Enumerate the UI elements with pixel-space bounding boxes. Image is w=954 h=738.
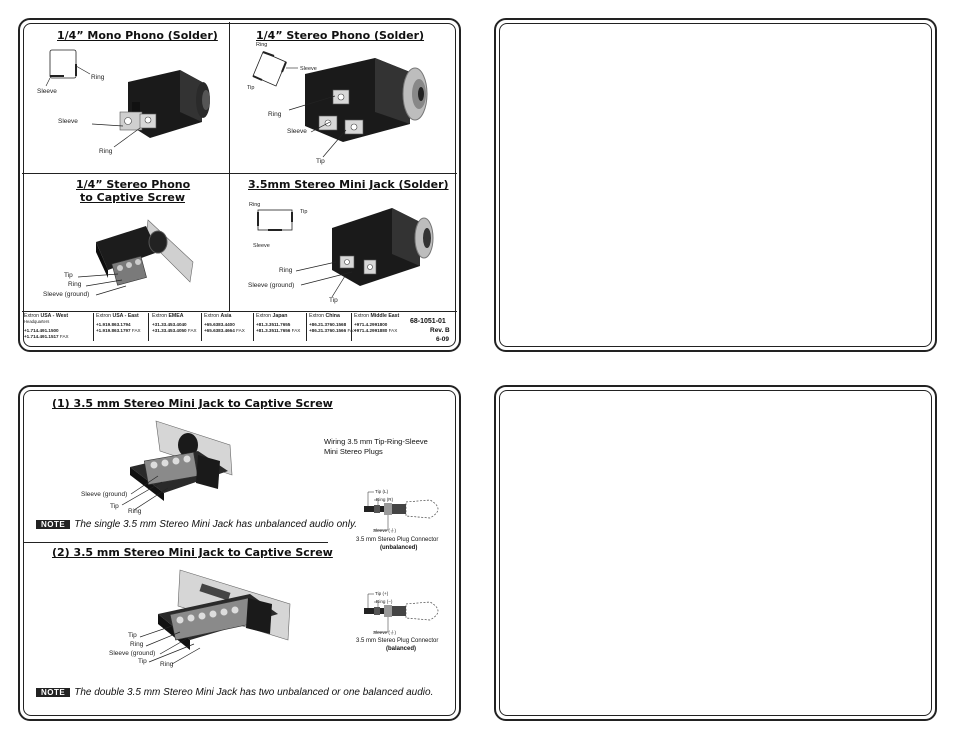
plug2-caption: 3.5 mm Stereo Plug Connector: [356, 638, 439, 644]
plug2-diagram: [364, 593, 439, 633]
panel-inner-border: [23, 23, 456, 347]
captive-sleeve-ground-label: Sleeve (ground): [43, 291, 90, 298]
captive-screw-photo: [96, 219, 194, 286]
plug1-tip-label: Tip (L): [375, 489, 389, 494]
wiring-heading-line2: Mini Stereo Plugs: [324, 447, 383, 456]
captive-title-line1: 1/4” Stereo Phono: [76, 178, 191, 191]
section2-ring-label: Ring: [130, 641, 144, 648]
stereo-diagram-sleeve-label: Sleeve: [300, 66, 317, 72]
mono-diagram-sleeve-label: Sleeve: [37, 88, 57, 95]
office-japan: Extron Japan +81.3.3511.7655 +81.3.3511.…: [256, 313, 301, 333]
mini-tip-label: Tip: [329, 297, 338, 304]
stereo-tip-label: Tip: [316, 158, 325, 165]
wiring-heading-line1: Wiring 3.5 mm Tip-Ring-Sleeve: [324, 437, 428, 446]
office-usa-east: Extron USA - East +1.919.863.1794 +1.919…: [96, 313, 141, 333]
plug2-sleeve-label: Sleeve (⏚): [373, 630, 396, 635]
stereo-jack-photo: [305, 58, 428, 142]
mono-jack-photo: [119, 70, 210, 138]
mini-diagram-tip-label: Tip: [300, 209, 308, 215]
mini-jack-photo: [332, 208, 434, 286]
office-asia: Extron Asia +65.6383.4400 +65.6383.4664 …: [204, 313, 245, 333]
revision-date: 6-09: [436, 336, 450, 343]
mini-diagram-sleeve-label: Sleeve: [253, 243, 270, 249]
mono-schematic: [45, 49, 91, 87]
mono-sleeve-label: Sleeve: [58, 118, 78, 125]
note2-badge: NOTE: [36, 688, 71, 697]
office-usa-west: Extron USA - West Headquarters +1.714.49…: [24, 313, 69, 339]
divider-horizontal: [22, 173, 457, 174]
mono-phono-title: 1/4” Mono Phono (Solder): [57, 29, 218, 42]
panel-blank-top: [494, 18, 937, 352]
plug1-diagram: [364, 491, 439, 531]
plug1-caption-type: (unbalanced): [380, 545, 418, 551]
mini-schematic: [257, 209, 293, 231]
stereo-schematic: [252, 51, 298, 87]
captive-tip-label: Tip: [64, 272, 73, 279]
section1-tip-label: Tip: [110, 503, 119, 510]
section2-sleeve-ground-label: Sleeve (ground): [109, 650, 156, 657]
plug1-caption: 3.5 mm Stereo Plug Connector: [356, 537, 439, 543]
section1-ring-label: Ring: [128, 508, 142, 515]
panel-inner-border: [23, 390, 456, 716]
panel-inner-border: [499, 23, 932, 347]
stereo-phono-title: 1/4” Stereo Phono (Solder): [256, 29, 425, 42]
revision: Rev. B: [430, 327, 450, 334]
plug2-ring-label: Ring (−): [376, 599, 393, 604]
stereo-diagram-ring-label: Ring: [256, 42, 268, 48]
note1-text: The single 3.5 mm Stereo Mini Jack has u…: [74, 519, 357, 530]
mini-jack-title: 3.5mm Stereo Mini Jack (Solder): [248, 178, 449, 191]
panel-blank-bottom: [494, 385, 937, 721]
captive-ring-label: Ring: [68, 281, 82, 288]
divider-footer: [22, 311, 457, 312]
section2-photo: [158, 569, 291, 650]
mono-ring-label: Ring: [99, 148, 113, 155]
stereo-ring-label: Ring: [268, 111, 282, 118]
plug1-ring-label: Ring (R): [376, 497, 394, 502]
part-number: 68-1051-01: [410, 318, 446, 325]
note1-badge: NOTE: [36, 520, 71, 529]
office-middle-east: Extron Middle East +971.4.2991800 +971.4…: [354, 313, 400, 333]
mini-diagram-ring-label: Ring: [249, 202, 261, 208]
captive-title-line2: to Captive Screw: [80, 191, 185, 204]
stereo-diagram-tip-label: Tip: [247, 85, 255, 91]
section2-tip2-label: Tip: [138, 658, 147, 665]
mini-ring-label: Ring: [279, 267, 293, 274]
section1-sleeve-ground-label: Sleeve (ground): [81, 491, 128, 498]
panel-inner-border: [499, 390, 932, 716]
plug2-caption-type: (balanced): [386, 646, 417, 652]
office-emea: Extron EMEA +31.33.453.4040 +31.33.453.4…: [152, 313, 197, 333]
divider-vertical: [229, 22, 230, 312]
section-divider: [24, 542, 328, 544]
mini-sleeve-ground-label: Sleeve (ground): [248, 282, 295, 289]
section2-title: (2) 3.5 mm Stereo Mini Jack to Captive S…: [52, 546, 333, 559]
panel-captive-screw-wiring: [18, 385, 461, 721]
note2-text: The double 3.5 mm Stereo Mini Jack has t…: [74, 687, 434, 698]
mono-diagram-ring-label: Ring: [91, 74, 105, 81]
section2-ring2-label: Ring: [160, 661, 174, 668]
stereo-sleeve-label: Sleeve: [287, 128, 307, 135]
footer-offices: Extron USA - West Headquarters +1.714.49…: [24, 313, 404, 343]
section2-tip-label: Tip: [128, 632, 137, 639]
section1-title: (1) 3.5 mm Stereo Mini Jack to Captive S…: [52, 397, 333, 410]
plug1-sleeve-label: Sleeve (⏚): [373, 528, 396, 533]
plug2-tip-label: Tip (+): [375, 591, 389, 596]
